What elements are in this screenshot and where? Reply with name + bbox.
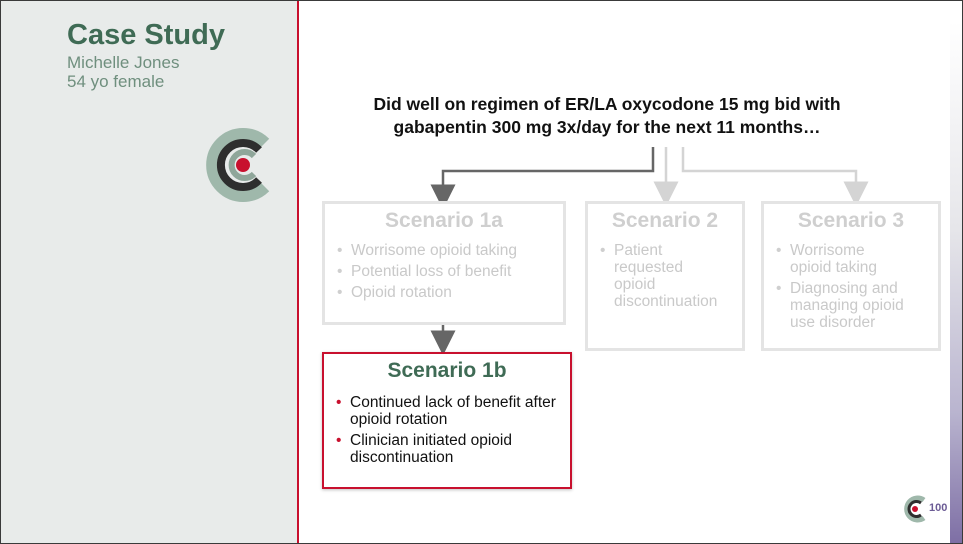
bullet-item: Worrisome opioid taking [774,242,910,276]
case-study-title: Case Study [67,19,225,51]
right-accent-bar [950,21,962,543]
connector-to-scenario-3 [681,147,869,207]
page-number: 100 [929,502,948,514]
bullet-item: Clinician initiated opioid discontinuati… [334,432,560,466]
patient-description: 54 yo female [67,72,165,91]
target-c-logo-icon [904,495,926,523]
scenario-title: Scenario 3 [797,209,905,232]
scenario-bullets: Patient requested opioid discontinuation [598,242,732,310]
sidebar: Case Study Michelle Jones 54 yo female [1,1,297,543]
scenario-title: Scenario 2 [611,209,719,232]
connector-to-scenario-1a [430,147,655,210]
patient-name: Michelle Jones [67,53,180,72]
headline-line-2: gabapentin 300 mg 3x/day for the next 11… [393,117,821,137]
scenario-3-box: Scenario 3 Worrisome opioid taking Diagn… [761,201,941,351]
scenario-bullets: Worrisome opioid taking Diagnosing and m… [774,242,928,331]
bullet-item: Opioid rotation [335,284,553,301]
headline: Did well on regimen of ER/LA oxycodone 1… [301,93,913,139]
scenario-2-box: Scenario 2 Patient requested opioid disc… [585,201,745,351]
patient-info: Michelle Jones 54 yo female [67,53,179,91]
scenario-bullets: Continued lack of benefit after opioid r… [334,394,560,466]
bullet-item: Worrisome opioid taking [335,242,553,259]
headline-line-1: Did well on regimen of ER/LA oxycodone 1… [373,94,841,114]
scenario-1b-box: Scenario 1b Continued lack of benefit af… [322,352,572,489]
scenario-bullets: Worrisome opioid taking Potential loss o… [335,242,553,301]
scenario-title: Scenario 1b [387,359,507,382]
bullet-item: Diagnosing and managing opioid use disor… [774,280,930,331]
bullet-item: Potential loss of benefit [335,263,553,280]
scenario-1a-box: Scenario 1a Worrisome opioid taking Pote… [322,201,566,325]
scenario-title: Scenario 1a [385,209,503,232]
bullet-item: Continued lack of benefit after opioid r… [334,394,560,428]
sidebar-divider [297,1,299,543]
target-c-logo-icon [206,128,270,202]
bullet-item: Patient requested opioid discontinuation [598,242,724,310]
